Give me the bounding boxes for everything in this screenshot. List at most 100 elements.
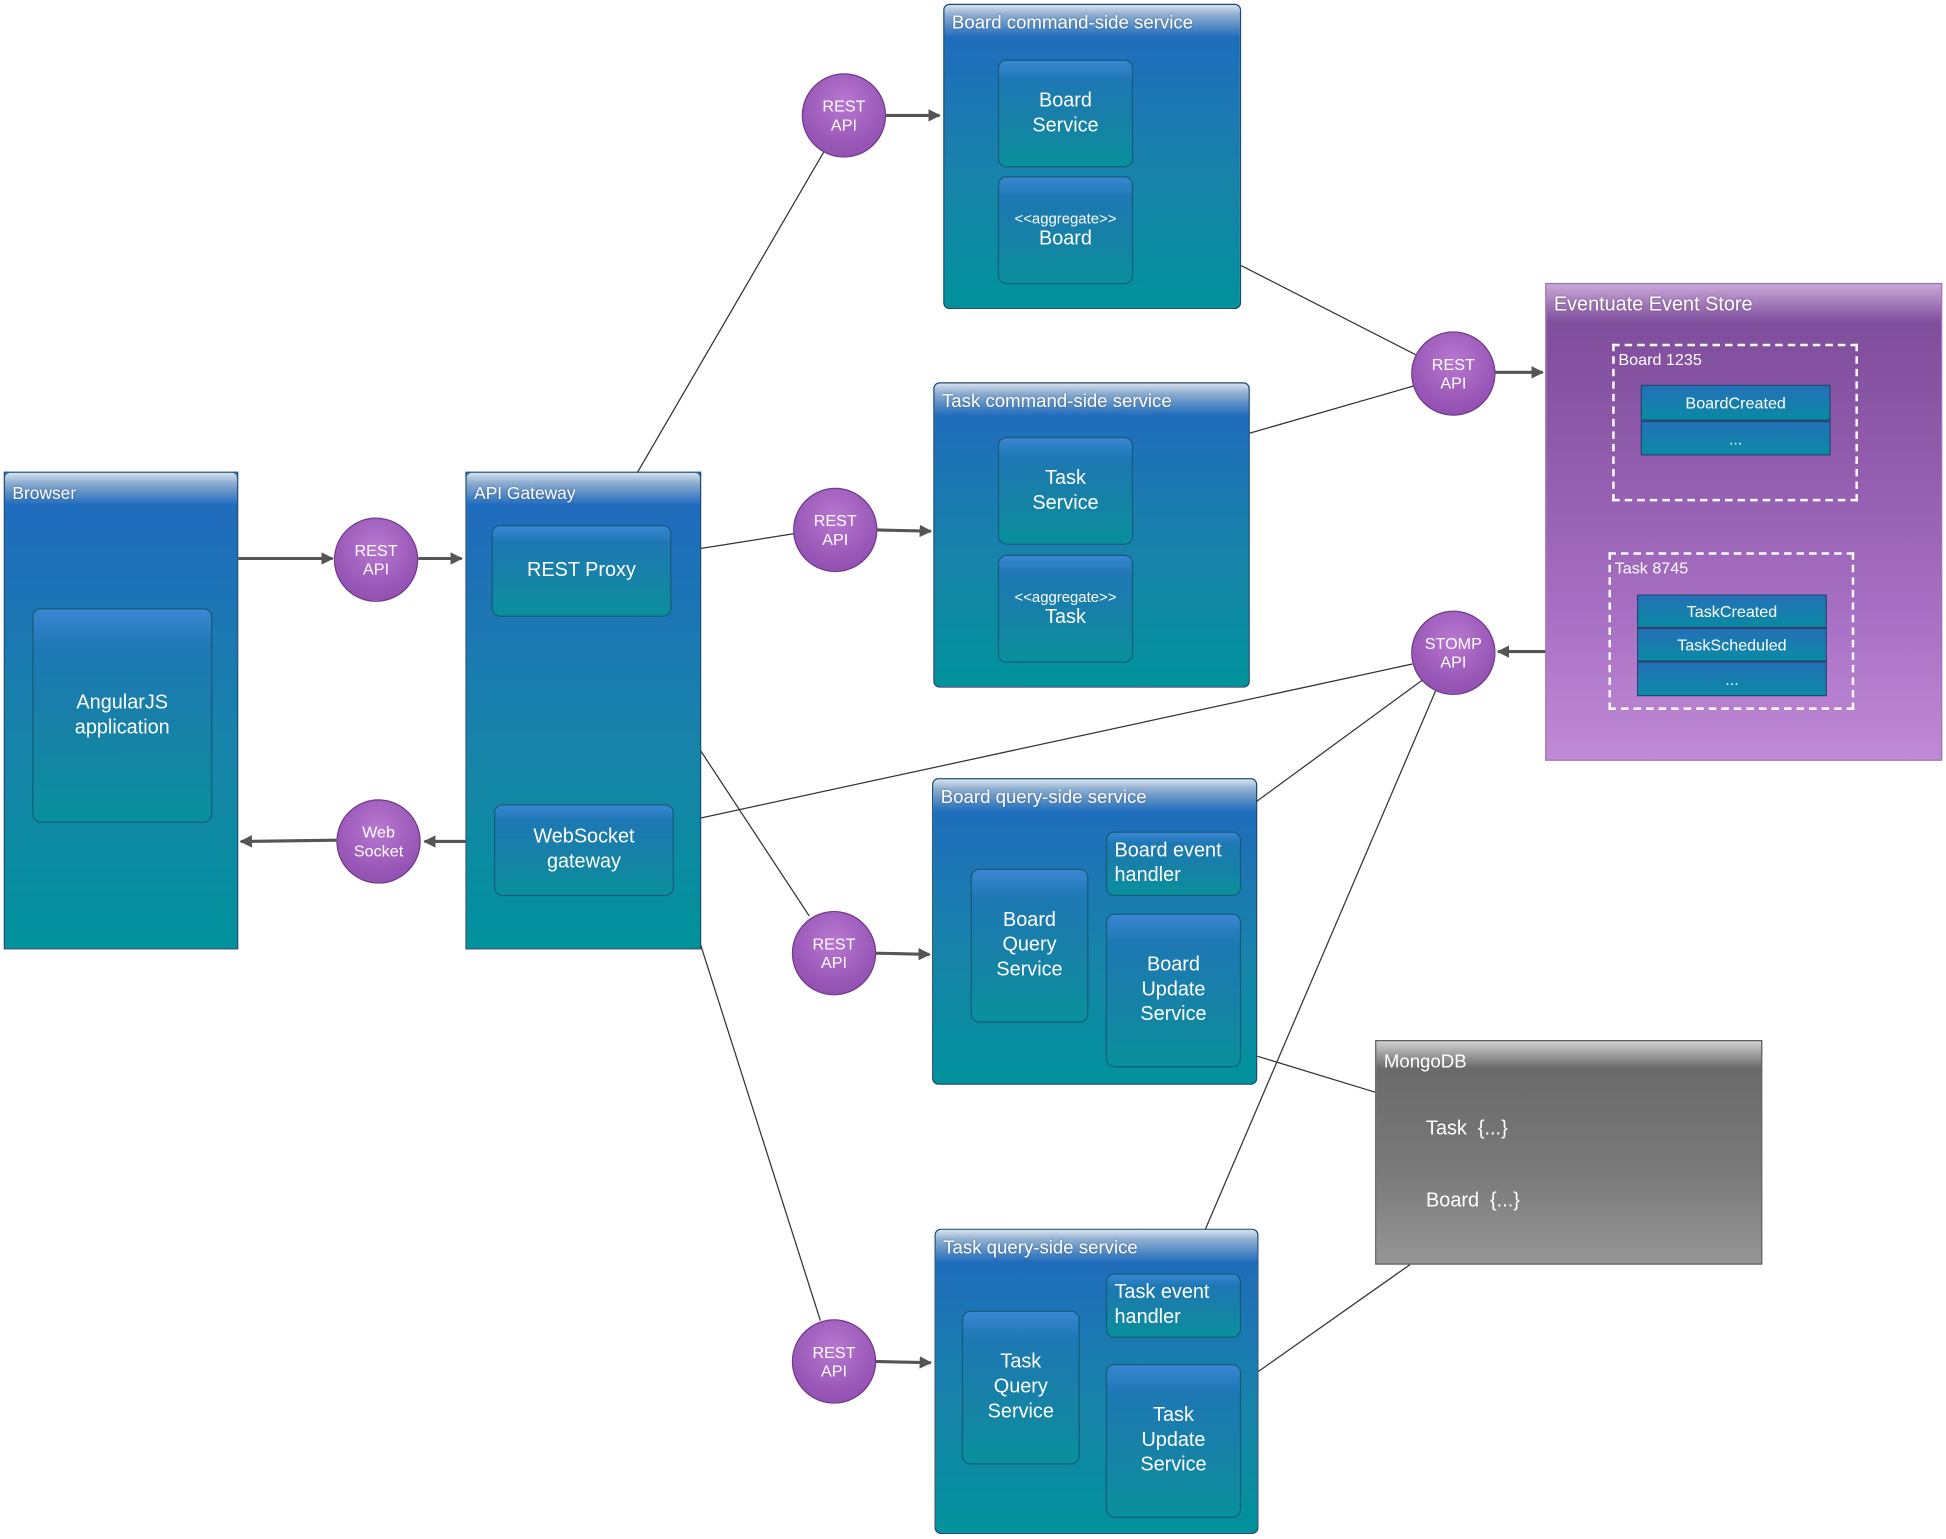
line-websocket-gw-to-stomp — [672, 663, 1413, 825]
api-gateway-box: API Gateway REST Proxy WebSocket gateway — [465, 471, 702, 950]
badge-line-2: API — [363, 559, 390, 579]
board-aggregate: <<aggregate>> Board — [997, 176, 1134, 285]
task-group-label: Task 8745 — [1614, 558, 1689, 578]
task-service-line-2: Service — [1032, 492, 1099, 514]
task-update-service: Task Update Service — [1105, 1363, 1242, 1518]
task-update-line-2: Update — [1141, 1429, 1206, 1451]
rest-proxy-label: REST Proxy — [527, 559, 636, 581]
rest-api-badge-board-command: REST API — [801, 73, 887, 158]
task-handler-line-2: handler — [1114, 1306, 1181, 1328]
rest-api-badge-event-store: REST API — [1411, 331, 1496, 416]
websocket-line-1: WebSocket — [533, 826, 635, 848]
task-query-line-3: Service — [987, 1401, 1054, 1423]
badge-line-2: API — [822, 529, 849, 549]
rest-api-badge-task-query: REST API — [791, 1319, 877, 1404]
task-query-line-2: Query — [993, 1376, 1048, 1398]
badge-line-1: Web — [362, 822, 395, 842]
mongodb-box: MongoDB Task {...} Board {...} — [1375, 1040, 1763, 1265]
board-update-service: Board Update Service — [1105, 913, 1242, 1068]
event-task-more: ... — [1637, 661, 1827, 697]
mongodb-title: MongoDB — [1383, 1051, 1467, 1073]
board-query-line-2: Query — [1002, 934, 1057, 956]
badge-line-2: API — [830, 115, 857, 135]
arrow-rest-to-task-query — [874, 1356, 933, 1369]
task-query-service: Task Query Service — [961, 1310, 1080, 1465]
rest-api-badge-browser: REST API — [333, 517, 419, 602]
badge-line-1: REST — [812, 1342, 856, 1362]
board-aggregate-stereotype: <<aggregate>> — [1014, 209, 1117, 227]
board-query-line-3: Service — [996, 959, 1063, 981]
board-group-label: Board 1235 — [1618, 349, 1702, 369]
badge-line-2: API — [1440, 652, 1467, 672]
task-aggregate-label: Task — [1045, 606, 1086, 628]
arrow-rest-to-board-query — [874, 947, 931, 961]
board-event-handler: Board event handler — [1105, 831, 1242, 897]
event-store-box: Eventuate Event Store Board 1235 BoardCr… — [1545, 282, 1943, 761]
api-gateway-title: API Gateway — [474, 482, 576, 503]
line-proxy-to-rest-board-cmd — [606, 151, 825, 526]
board-command-title: Board command-side service — [951, 12, 1194, 34]
line-task-handler-to-stomp — [1185, 689, 1437, 1274]
event-board-more: ... — [1640, 420, 1831, 456]
task-service: Task Service — [997, 436, 1134, 545]
badge-line-2: Socket — [353, 841, 404, 861]
board-update-line-3: Service — [1140, 1004, 1207, 1026]
rest-api-badge-board-query: REST API — [791, 910, 877, 996]
badge-line-2: API — [1440, 373, 1467, 393]
websocket-badge: Web Socket — [336, 799, 421, 884]
task-update-line-1: Task — [1153, 1404, 1194, 1427]
task-aggregate: <<aggregate>> Task — [997, 554, 1134, 663]
board-handler-line-1: Board event — [1114, 840, 1222, 862]
task-update-line-3: Service — [1140, 1454, 1207, 1476]
board-service-line-2: Service — [1032, 114, 1099, 136]
board-command-service-box: Board command-side service Board Service… — [943, 3, 1242, 310]
board-update-line-1: Board — [1146, 954, 1200, 976]
websocket-gateway: WebSocket gateway — [493, 804, 674, 897]
badge-line-1: REST — [1431, 354, 1475, 374]
board-event-group: Board 1235 BoardCreated ... — [1612, 343, 1858, 502]
badge-line-1: STOMP — [1424, 634, 1482, 653]
rest-api-badge-task-command: REST API — [793, 487, 878, 573]
task-aggregate-stereotype: <<aggregate>> — [1014, 587, 1117, 606]
badge-line-1: REST — [813, 511, 857, 530]
browser-title: Browser — [12, 482, 77, 503]
board-query-service-box: Board query-side service Board Query Ser… — [932, 778, 1258, 1085]
task-query-service-box: Task query-side service Task Query Servi… — [934, 1228, 1259, 1534]
angularjs-application: AngularJS application — [32, 608, 213, 823]
badge-line-1: REST — [354, 541, 398, 560]
browser-box: Browser AngularJS application — [3, 471, 239, 950]
badge-line-1: REST — [812, 934, 856, 954]
board-query-service: Board Query Service — [970, 868, 1089, 1023]
badge-line-2: API — [821, 953, 848, 972]
board-update-line-2: Update — [1141, 979, 1206, 1001]
arrow-rest-to-task-cmd — [876, 524, 933, 538]
mongodb-task-collection: Task {...} — [1426, 1118, 1508, 1140]
board-handler-line-2: handler — [1114, 865, 1181, 887]
task-handler-line-1: Task event — [1114, 1282, 1210, 1304]
task-service-line-1: Task — [1045, 467, 1086, 489]
line-task-cmd-to-rest-es — [1249, 385, 1414, 434]
mongodb-board-collection: Board {...} — [1426, 1190, 1520, 1212]
badge-line-1: REST — [822, 96, 866, 116]
line-board-cmd-to-rest-es — [1240, 265, 1417, 356]
task-command-title: Task command-side service — [941, 390, 1172, 413]
stomp-api-badge-event-store: STOMP API — [1411, 610, 1496, 696]
line-board-query-to-mongo — [1257, 1055, 1376, 1093]
badge-line-2: API — [821, 1361, 848, 1381]
task-query-line-1: Task — [1000, 1351, 1042, 1373]
event-task-created: TaskCreated — [1637, 594, 1827, 628]
board-service: Board Service — [997, 59, 1134, 168]
app-line-1: AngularJS — [76, 691, 169, 714]
event-board-created: BoardCreated — [1640, 384, 1831, 421]
task-command-service-box: Task command-side service Task Service <… — [933, 382, 1250, 688]
websocket-line-2: gateway — [546, 851, 621, 873]
task-event-handler: Task event handler — [1105, 1273, 1242, 1338]
board-aggregate-label: Board — [1038, 227, 1092, 249]
event-task-scheduled: TaskScheduled — [1637, 627, 1827, 662]
app-line-2: application — [74, 716, 170, 738]
line-task-query-to-mongo — [1258, 1264, 1411, 1372]
rest-proxy: REST Proxy — [491, 524, 672, 617]
arrow-websocket-to-browser — [239, 835, 337, 848]
board-query-line-1: Board — [1002, 909, 1056, 931]
